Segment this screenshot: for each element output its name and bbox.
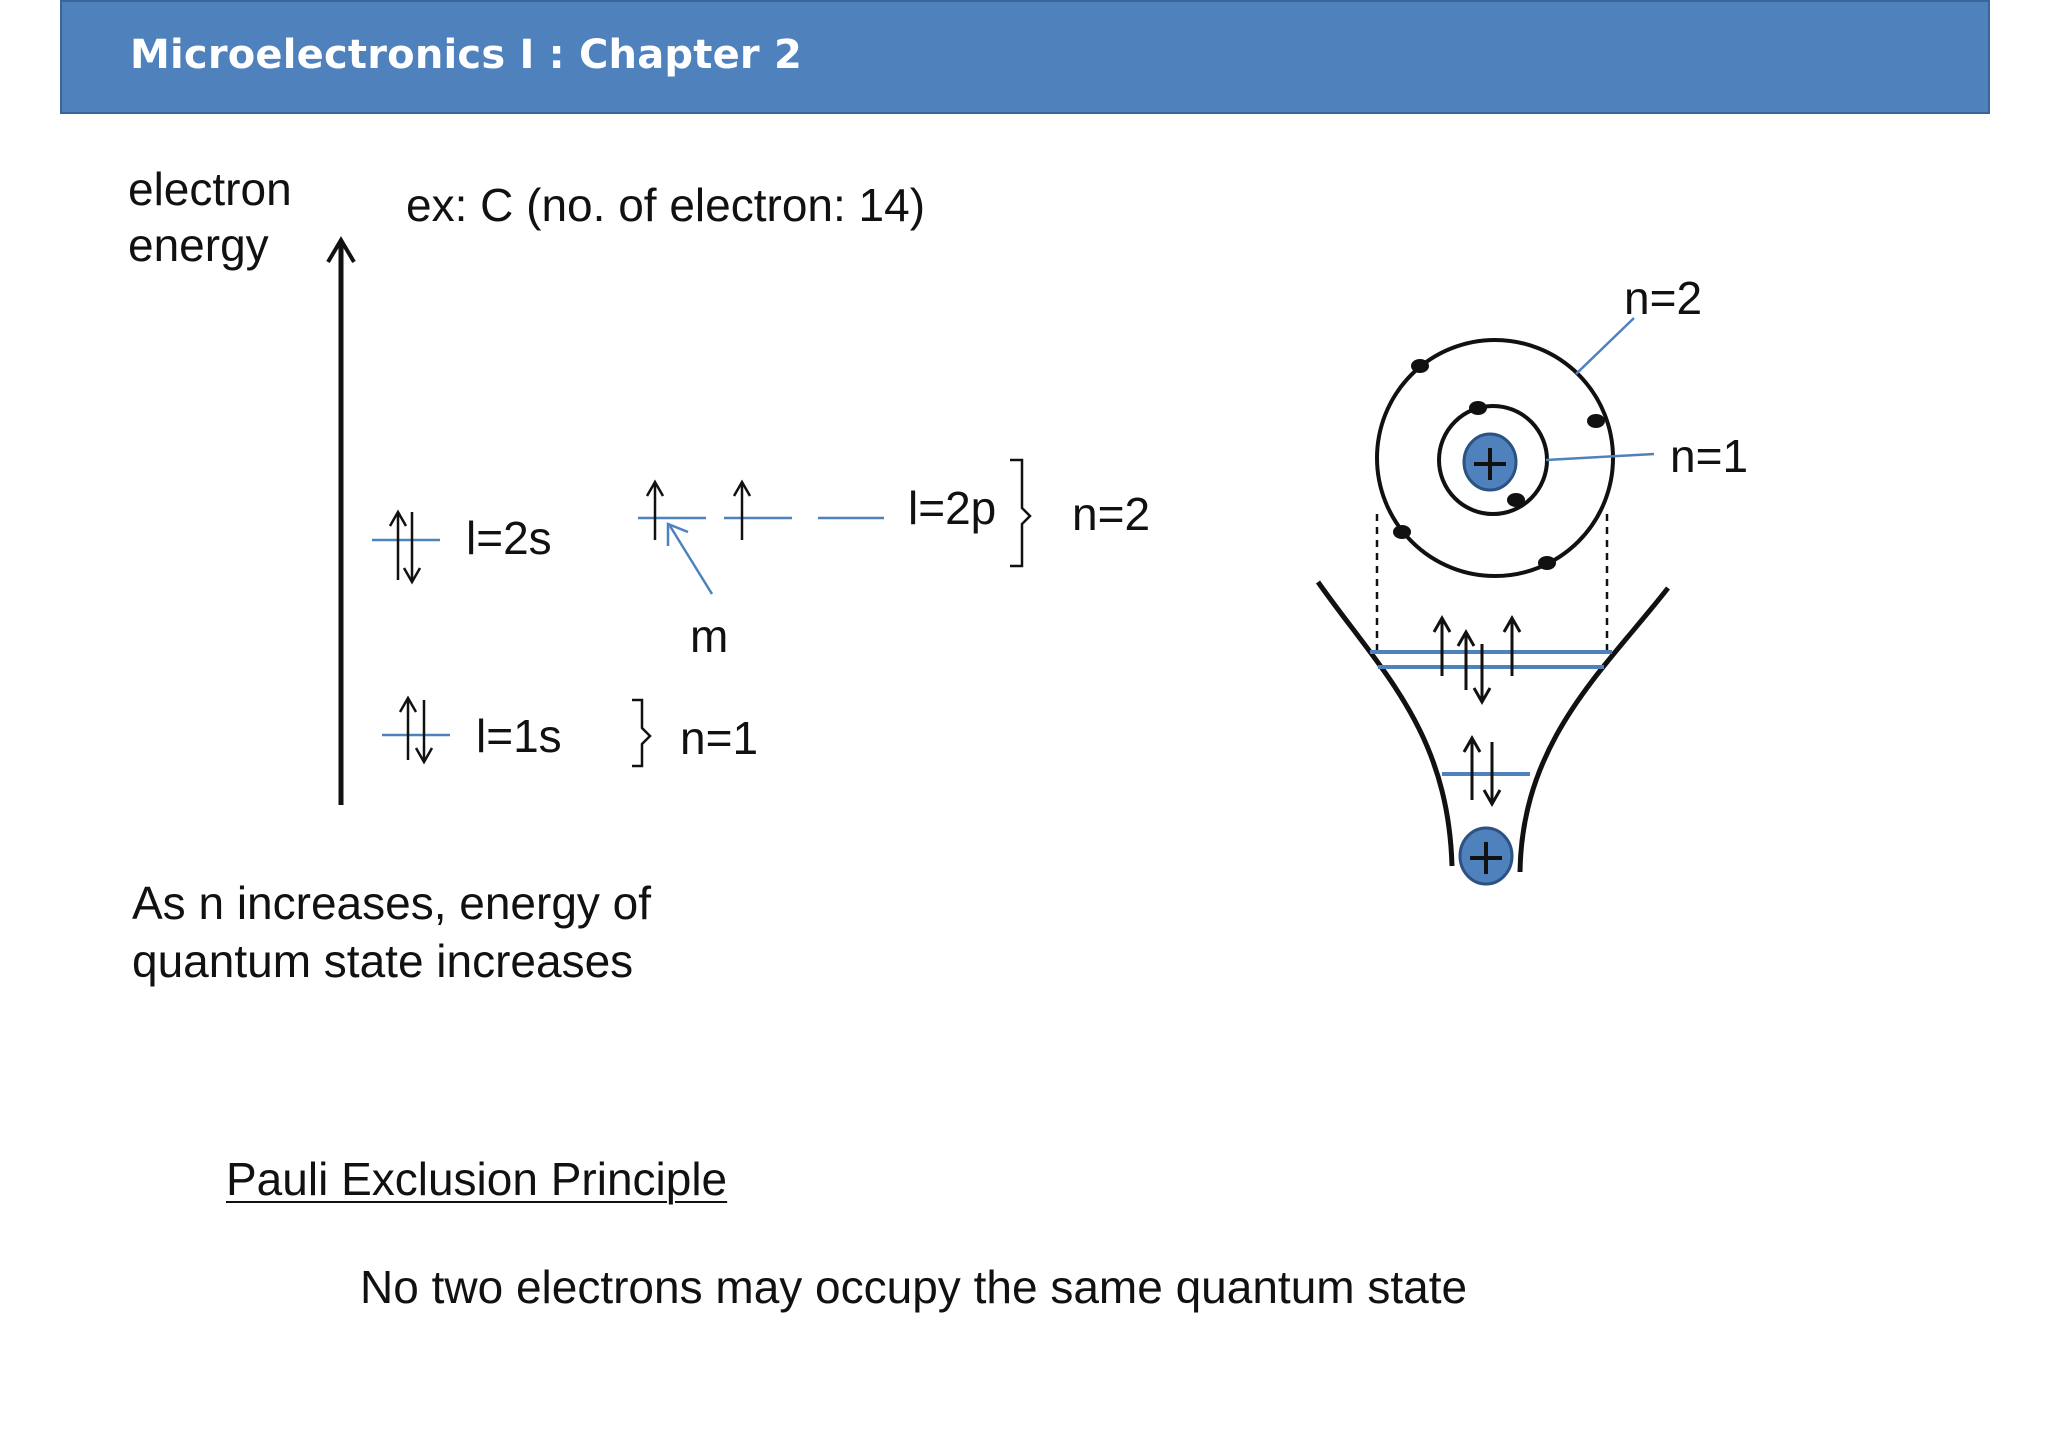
- spin-up-arrow: [645, 479, 665, 540]
- example-label: ex: C (no. of electron: 14): [406, 179, 926, 231]
- level-2p: l=2p n=2: [638, 458, 1150, 568]
- statement-line1: As n increases, energy of: [132, 877, 652, 929]
- electron-dot: [1469, 401, 1487, 415]
- header-bar: Microelectronics I : Chapter 2: [60, 0, 1990, 114]
- spin-up-arrow: [388, 509, 408, 580]
- outer-shell: [1375, 338, 1615, 578]
- level-2p-label: l=2p: [908, 482, 996, 534]
- page-title: Microelectronics I : Chapter 2: [130, 32, 802, 78]
- potential-well: [1315, 580, 1670, 886]
- level-2s: l=2s: [372, 509, 552, 585]
- atom-diagram: n=2 n=1: [1375, 272, 1748, 652]
- level-1s: l=1s n=1: [382, 695, 758, 768]
- m-pointer: m: [666, 522, 728, 662]
- axis-label-line1: electron: [128, 163, 292, 215]
- spin-down-arrow: [414, 700, 434, 765]
- spin-up-arrow: [1462, 734, 1482, 800]
- shell-n1-label: n=1: [680, 712, 758, 764]
- brace-n1: [632, 698, 652, 768]
- level-1s-label: l=1s: [476, 710, 562, 762]
- statement-line2: quantum state increases: [132, 935, 634, 987]
- principle-text: No two electrons may occupy the same qua…: [360, 1261, 1468, 1313]
- axis-label-line2: energy: [128, 219, 269, 271]
- m-label: m: [690, 610, 728, 662]
- spin-up-arrow: [1432, 614, 1452, 676]
- level-2s-label: l=2s: [466, 512, 552, 564]
- electron-dot: [1587, 414, 1605, 428]
- nucleus: [1458, 826, 1514, 886]
- electron-dot: [1538, 556, 1556, 570]
- electron-dot: [1393, 525, 1411, 539]
- spin-up-arrow: [1502, 614, 1522, 676]
- spin-down-arrow: [1472, 644, 1492, 706]
- spin-down-arrow: [402, 512, 422, 585]
- spin-down-arrow: [1482, 742, 1502, 808]
- outer-shell-label: n=2: [1624, 272, 1702, 324]
- shell-n2-label: n=2: [1072, 488, 1150, 540]
- spin-up-arrow: [398, 695, 418, 760]
- spin-up-arrow: [1456, 628, 1476, 690]
- electron-dot: [1507, 493, 1525, 507]
- spin-up-arrow: [732, 479, 752, 540]
- electron-dot: [1411, 359, 1429, 373]
- nucleus: [1462, 432, 1518, 492]
- brace-n2: [1010, 458, 1032, 568]
- principle-title: Pauli Exclusion Principle: [226, 1153, 728, 1205]
- energy-axis: [326, 236, 356, 805]
- inner-shell-label: n=1: [1670, 430, 1748, 482]
